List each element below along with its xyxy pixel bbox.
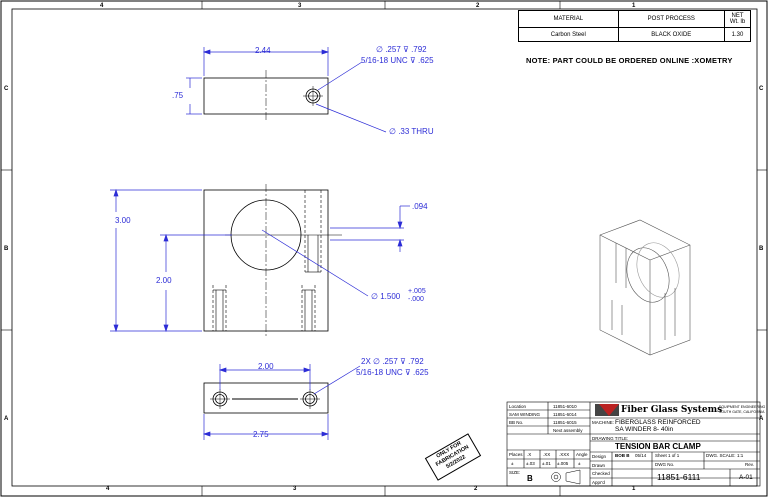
- tb-machine-line-1: FIBERGLASS REINFORCED: [615, 419, 701, 426]
- dim-front-total-height: 3.00: [115, 216, 131, 225]
- tb-rev: A-01: [739, 474, 753, 481]
- tb-tol-label-angle: Angle: [576, 452, 588, 457]
- bottom-view-dims: [202, 364, 361, 440]
- tb-designer: BOB B: [615, 453, 630, 458]
- dim-bore-diameter: ∅ 1.500: [371, 292, 401, 301]
- tb-tol-value-xx: ±.01: [542, 461, 551, 466]
- zone-top-4: 4: [100, 3, 104, 9]
- tb-design-date: 05/14: [635, 453, 647, 458]
- tb-drawn-label: Drawn: [592, 463, 606, 468]
- zone-left-b: B: [4, 246, 9, 252]
- top-view: [203, 70, 329, 122]
- zone-left-c: C: [4, 86, 9, 92]
- dim-top-hole-callout-1: ∅ .257 ⊽ .792: [376, 45, 427, 54]
- bom-table: MATERIAL POST PROCESS NET Wt. lb Carbon …: [518, 10, 751, 42]
- zone-right-a: A: [759, 416, 764, 422]
- isometric-view: [599, 219, 691, 356]
- tb-sheet: Sheet 1 of 1: [655, 453, 680, 458]
- dim-bottom-hole-callout-1: 2X ∅ .257 ⊽ .792: [361, 357, 424, 366]
- tb-tol-label-places: Places: [509, 452, 523, 457]
- dim-bottom-width: 2.75: [253, 430, 269, 439]
- bom-header-material: MATERIAL: [518, 10, 619, 28]
- tb-size-label: SIZE:: [509, 470, 521, 475]
- tb-checked-label: Checked: [592, 471, 610, 476]
- front-view: [203, 184, 342, 338]
- zone-right-b: B: [759, 246, 764, 252]
- note-text: NOTE: PART COULD BE ORDERED ONLINE :XOME…: [526, 56, 733, 65]
- dim-front-center-height: 2.00: [156, 276, 172, 285]
- tb-design-label: Design: [592, 454, 607, 459]
- tb-drawing-title: TENSION BAR CLAMP: [615, 442, 701, 451]
- tb-bb-label: BB No.: [509, 420, 524, 425]
- front-view-dims: [110, 188, 410, 333]
- tb-scale-label: DWG. SCALE:: [706, 453, 736, 458]
- nov-logo: [595, 404, 619, 416]
- title-block: Location 11851-6010 SAM WINDING 11851-60…: [507, 402, 765, 486]
- zone-bottom-4: 4: [106, 486, 110, 492]
- tb-bb-value: 11851-6015: [553, 420, 577, 425]
- tb-rev-label: Rev.: [745, 462, 754, 467]
- zone-left-a: A: [4, 416, 9, 422]
- tb-dwg-no-label: DWG No.: [655, 462, 675, 467]
- zone-top-1: 1: [632, 3, 636, 9]
- dim-bore-tol-plus: +.005: [408, 288, 426, 295]
- projection-symbol: [551, 469, 581, 485]
- dim-top-height: .75: [172, 91, 184, 100]
- dim-bore-tol-minus: -.000: [408, 296, 424, 303]
- bom-net-weight: 1.30: [724, 27, 751, 42]
- tb-tol-value-xxx: ±.005: [557, 461, 569, 466]
- tb-scale: 1:1: [737, 453, 744, 458]
- zone-bottom-3: 3: [293, 486, 297, 492]
- tb-next-assembly: Next assembly: [553, 428, 583, 433]
- tb-division: EQUIPMENT ENGINEERING: [719, 405, 766, 409]
- tb-tol-value-x: ±.03: [526, 461, 535, 466]
- zone-top-2: 2: [476, 3, 480, 9]
- bom-header-post-process: POST PROCESS: [617, 10, 726, 28]
- bom-material: Carbon Steel: [518, 27, 619, 42]
- tb-machine-label: MACHINE:: [592, 420, 615, 425]
- title-block-frame: [506, 401, 761, 487]
- tb-winding-label: SAM WINDING: [509, 412, 540, 417]
- tb-machine-line-2: SA WINDER 8- 40in: [615, 426, 674, 433]
- tb-location: SOUTH GATE, CALIFORNIA: [719, 410, 765, 414]
- tb-tol-value-angle: ±: [578, 461, 581, 466]
- bom-header-row: MATERIAL POST PROCESS NET Wt. lb: [518, 10, 751, 28]
- zone-bottom-1: 1: [632, 486, 636, 492]
- tb-tol-value-places: ±: [511, 461, 514, 466]
- tb-tol-label-xxx: .XXX: [559, 452, 570, 457]
- bom-header-net-weight: NET Wt. lb: [724, 10, 751, 28]
- tb-approved-label: Appr'd: [592, 480, 605, 485]
- dim-top-width: 2.44: [255, 46, 271, 55]
- bottom-view: [203, 382, 329, 414]
- tb-size: B: [527, 474, 533, 483]
- dim-bottom-hole-callout-2: 5/16-18 UNC ⊽ .625: [356, 368, 429, 377]
- bom-row: Carbon Steel BLACK OXIDE 1.30: [518, 27, 751, 42]
- dim-thru-hole: ∅ .33 THRU: [389, 127, 434, 136]
- tb-location-value: 11851-6010: [553, 404, 577, 409]
- dim-top-hole-callout-2: 5/16-18 UNC ⊽ .625: [361, 56, 434, 65]
- bom-post-process: BLACK OXIDE: [617, 27, 726, 42]
- tb-company: Fiber Glass Systems: [621, 405, 723, 415]
- top-view-dims: [186, 47, 387, 133]
- zone-right-c: C: [759, 86, 764, 92]
- dim-slot-width: .094: [412, 202, 428, 211]
- tb-dwg-no: 11851-6111: [657, 472, 701, 482]
- dim-bottom-hole-spacing: 2.00: [258, 362, 274, 371]
- zone-top-3: 3: [298, 3, 302, 9]
- tb-tol-label-x: .X: [527, 452, 532, 457]
- zone-bottom-2: 2: [474, 486, 478, 492]
- tb-location-label: Location: [509, 404, 527, 409]
- tb-tol-label-xx: .XX: [543, 452, 551, 457]
- tb-winding-value: 11851-6014: [553, 412, 577, 417]
- tb-drawing-title-label: DRAWING TITLE:: [592, 436, 629, 441]
